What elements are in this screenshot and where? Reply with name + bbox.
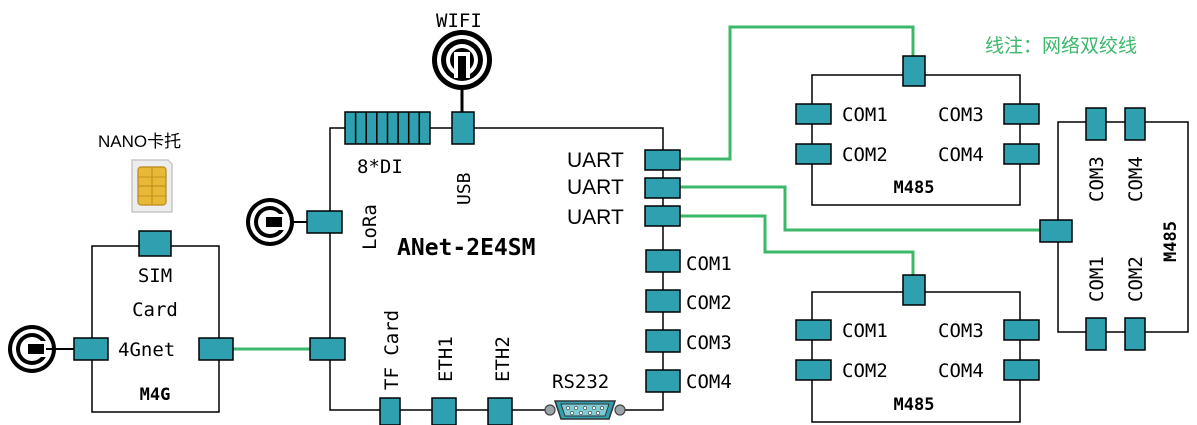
uart-label-2: UART: [567, 176, 624, 199]
m485-right-com2-port: [1124, 317, 1146, 351]
main-com4-label: COM4: [686, 371, 732, 393]
m4g-sim-label: SIM: [138, 265, 172, 287]
m485-bottom-com3-port: [1003, 319, 1040, 341]
m485-bottom-com3-label: COM3: [938, 320, 984, 342]
wifi-label: WIFI: [436, 10, 482, 32]
m485-top-com4-port: [1003, 143, 1040, 165]
m485-bottom-com1-label: COM1: [842, 320, 888, 342]
main-com3-port: [645, 329, 681, 353]
uart-label-3: UART: [567, 206, 624, 229]
lora-label: LoRa: [359, 204, 381, 250]
m485-top-module: COM1 COM2 COM3 COM4 M485: [795, 55, 1040, 206]
main-com1-label: COM1: [686, 253, 732, 275]
m485-right-module: COM3 COM4 COM1 COM2 M485: [1039, 107, 1189, 351]
wire-uart3-m485-bottom: [680, 214, 915, 275]
m485-right-com3-label: COM3: [1086, 156, 1108, 202]
tf-card-label: TF Card: [381, 310, 403, 390]
m485-top-com1-port: [795, 103, 832, 125]
di-label: 8*DI: [357, 156, 403, 178]
m4g-title: M4G: [140, 385, 171, 405]
main-com3-label: COM3: [686, 332, 732, 354]
m485-bottom-com1-port: [795, 319, 832, 341]
uart-port-1: [644, 149, 681, 171]
eth2-port: [487, 397, 513, 425]
m485-top-com3-port: [1003, 103, 1040, 125]
m485-bottom-com2-label: COM2: [842, 360, 888, 382]
m4g-net-port: [198, 337, 234, 361]
m485-right-com1-label: COM1: [1086, 256, 1108, 302]
wires: [233, 25, 1040, 351]
lora-port: [306, 210, 343, 234]
tf-card-slot: [379, 397, 401, 425]
m485-right-com1-port: [1085, 317, 1107, 351]
sim-card-icon: [131, 159, 173, 213]
m485-top-com3-label: COM3: [938, 104, 984, 126]
eth1-port: [431, 397, 457, 425]
usb-label: USB: [454, 172, 475, 205]
main-com2-port: [645, 289, 681, 313]
wifi-antenna-icon: [432, 30, 492, 90]
m485-bottom-com2-port: [795, 359, 832, 381]
main-unit-border-right: [430, 127, 664, 411]
m485-bottom-com4-port: [1003, 359, 1040, 381]
m485-top-com1-label: COM1: [842, 104, 888, 126]
m485-top-com4-label: COM4: [938, 144, 984, 166]
m485-right-title: M485: [1161, 221, 1181, 262]
m485-right-com4-label: COM4: [1125, 156, 1147, 202]
uart-port-3: [644, 205, 681, 227]
m485-bottom-title: M485: [894, 395, 935, 415]
main-com1-port: [645, 249, 681, 273]
rs232-label: RS232: [552, 371, 609, 393]
wire-uart1-m485-top: [680, 25, 915, 161]
wire-note: 线注：网络双绞线: [985, 35, 1137, 57]
m4g-sim-slot: [138, 230, 172, 257]
main-unit: 8*DI USB LoRa ANet-2E4SM UART UART UART …: [282, 78, 732, 425]
eth2-label: ETH2: [492, 336, 514, 382]
uart-label-1: UART: [567, 149, 624, 172]
main-title: ANet-2E4SM: [397, 235, 535, 261]
wire-uart2-m485-right: [680, 185, 1040, 232]
nano-label: NANO卡托: [98, 132, 181, 151]
main-com2-label: COM2: [686, 292, 732, 314]
m485-top-title: M485: [894, 178, 935, 198]
rs232-db9-connector: [544, 400, 626, 420]
m485-top-com2-port: [795, 143, 832, 165]
m4g-module: SIM Card 4Gnet M4G: [73, 230, 234, 413]
m485-top-input-port: [902, 55, 926, 87]
m485-bottom-input-port: [902, 274, 926, 306]
main-com4-port: [645, 369, 681, 393]
m485-right-input-port: [1039, 219, 1073, 243]
main-unit-border-left: [329, 127, 380, 411]
di-connector: [344, 111, 431, 145]
m485-bottom-module: COM1 COM2 COM3 COM4 M485: [795, 274, 1040, 423]
m485-top-com2-label: COM2: [842, 144, 888, 166]
uart-port-2: [644, 177, 681, 199]
4g-antenna-icon: [8, 325, 56, 373]
usb-port: [451, 111, 475, 145]
m485-right-com4-port: [1124, 107, 1146, 141]
m4g-antenna-port: [73, 337, 109, 361]
m485-bottom-com4-label: COM4: [938, 360, 984, 382]
m485-right-com2-label: COM2: [1125, 256, 1147, 302]
m4g-net-label: 4Gnet: [118, 339, 175, 361]
m485-right-com3-port: [1085, 107, 1107, 141]
m4g-card-label: Card: [132, 299, 178, 321]
eth1-label: ETH1: [435, 336, 457, 382]
main-4g-port: [309, 337, 346, 361]
lora-antenna-icon: [246, 198, 294, 246]
